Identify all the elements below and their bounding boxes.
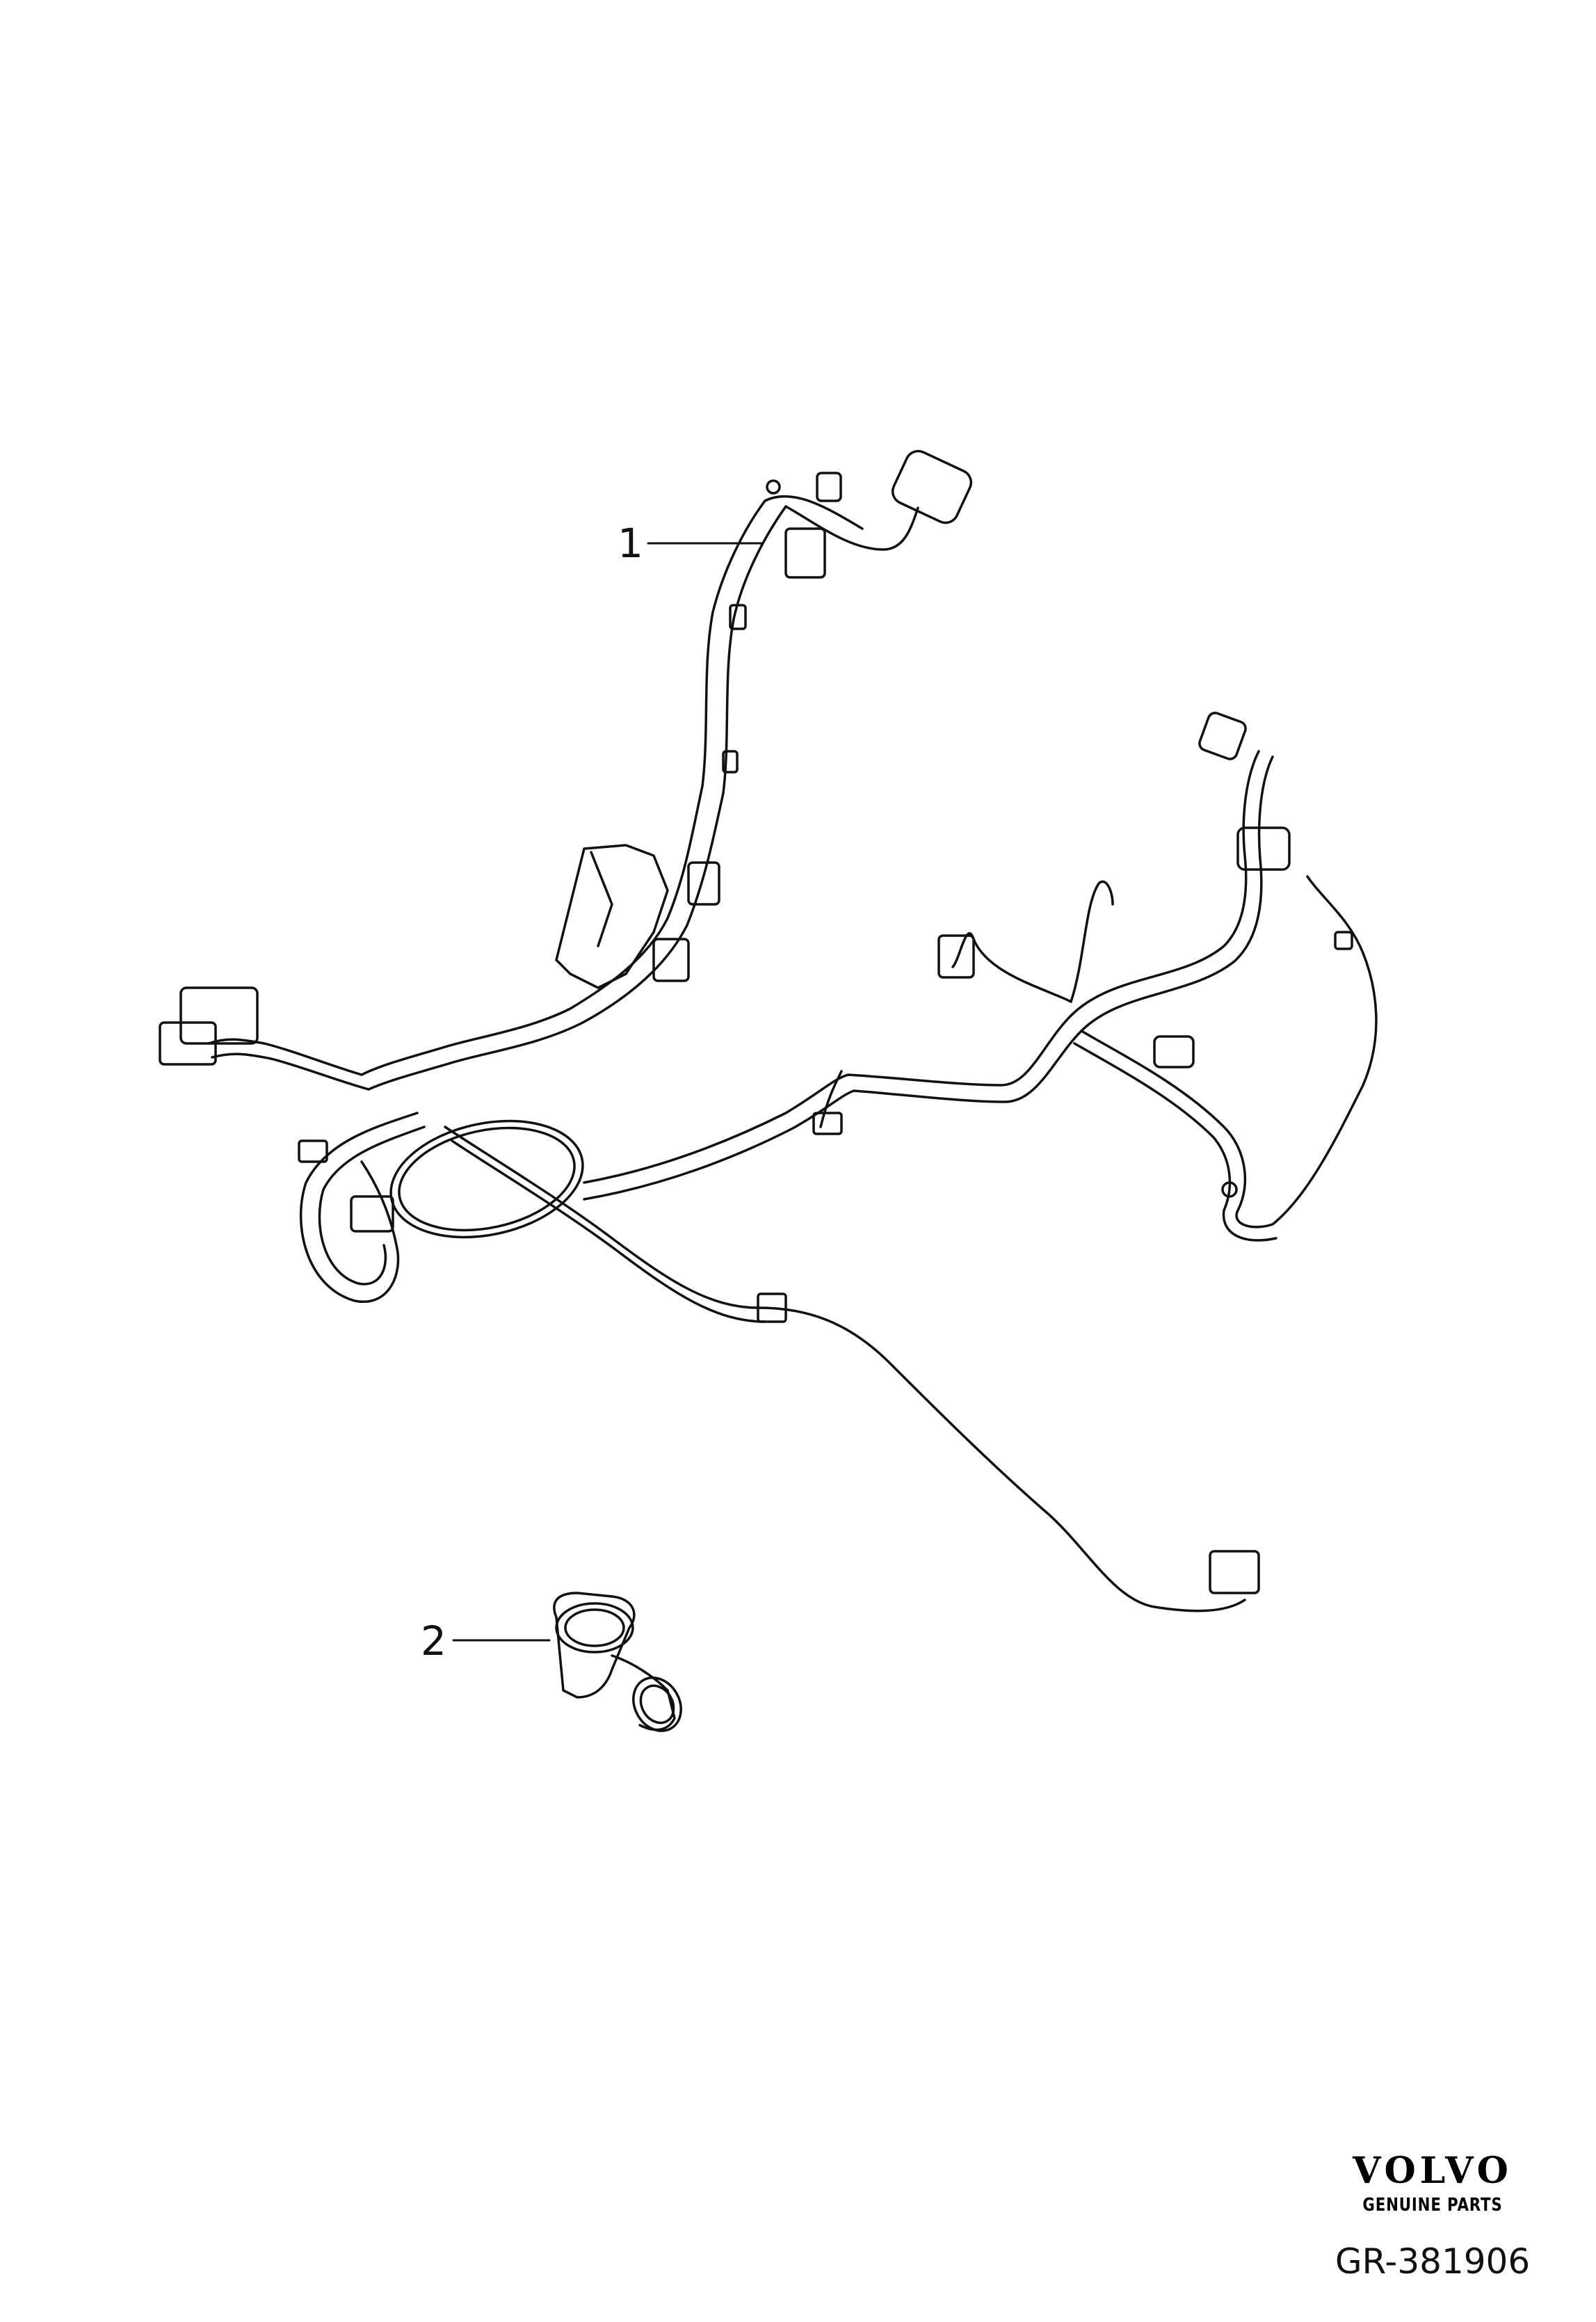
long-thin-wire: [444, 1126, 1246, 1612]
top-connector-branch: [784, 505, 919, 551]
right-connector-mid: [1153, 1035, 1195, 1068]
mid-connector: [687, 861, 720, 906]
grommet-disc: [389, 1119, 584, 1239]
clip-upper-1: [729, 604, 747, 630]
loop-connector: [350, 1195, 394, 1233]
callout-label-1: 1: [618, 520, 643, 567]
left-connector-a: [179, 986, 259, 1045]
top-connector-small: [784, 527, 826, 579]
top-connector-large: [891, 449, 973, 525]
top-stud: [766, 479, 781, 495]
right-stud: [1221, 1181, 1238, 1198]
thin-wire-connector-a: [757, 1292, 787, 1323]
thin-wire-connector-b: [1209, 1550, 1260, 1594]
harness-far-right-branch: [1080, 875, 1378, 1228]
volvo-logo: VOLVO: [1353, 2149, 1513, 2192]
mid-bracket: [555, 844, 669, 989]
right-clip-small: [1334, 931, 1353, 950]
harness-loop: [299, 1112, 419, 1304]
middle-clip: [812, 1112, 843, 1135]
plug-fitting-part-2: [553, 1592, 682, 1732]
loop-clip: [298, 1139, 328, 1163]
clip-upper-2: [722, 750, 739, 774]
wiring-harness-part-1: [159, 449, 1378, 1612]
inner-connector: [937, 934, 975, 979]
left-branch: [207, 1038, 363, 1076]
mid-inner-branch: [951, 931, 1072, 1003]
harness-right-branch: [583, 750, 1260, 1184]
harness-middle-drop: [819, 1070, 843, 1128]
right-connector-upper: [1236, 826, 1291, 871]
fitting-opening: [555, 1602, 634, 1654]
callout-label-2: 2: [421, 1617, 446, 1665]
left-connector-b: [159, 1021, 217, 1066]
mid-mount: [652, 938, 690, 982]
fitting-nozzle: [632, 1676, 682, 1732]
reference-code: GR-381906: [1335, 2241, 1531, 2282]
top-clip: [816, 472, 842, 502]
genuine-parts-tagline: GENUINE PARTS: [1362, 2195, 1503, 2216]
harness-upper-trunk: [360, 499, 766, 1076]
right-top-connector: [1198, 712, 1247, 760]
